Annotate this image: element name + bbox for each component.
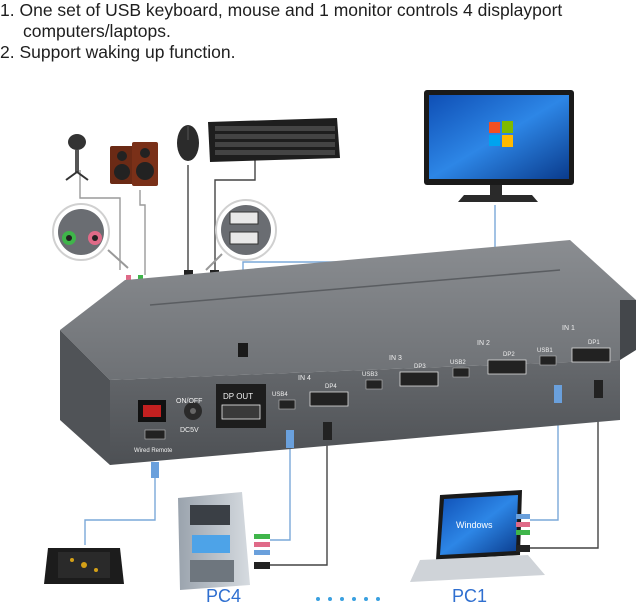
port-group-1: [539, 347, 611, 366]
port-group-3: [365, 371, 439, 390]
in-2-label: IN 2: [477, 340, 490, 347]
usb-4-label: USB4: [272, 392, 288, 398]
pc4-label: PC4: [206, 586, 242, 606]
laptop-icon: Windows: [410, 490, 545, 582]
in-3-label: IN 3: [389, 355, 402, 362]
power-label: ON/OFF: [176, 398, 202, 405]
usb-3-label: USB3: [362, 372, 378, 378]
usb-2-label: USB2: [450, 360, 466, 366]
monitor-icon: [424, 90, 574, 202]
pc1-cable-plugs: [516, 514, 530, 552]
port-group-4: [278, 391, 349, 410]
dp-3-label: DP3: [414, 364, 426, 370]
feature-1: 1. One set of USB keyboard, mouse and 1 …: [0, 0, 563, 20]
port-group-2: [452, 359, 527, 378]
microphone-icon: [65, 134, 89, 181]
front-panel: [138, 384, 266, 440]
wired-remote-label: Wired Remote: [134, 448, 173, 454]
feature-1-continued: computers/laptops.: [23, 21, 171, 41]
feature-1-text: One set of USB keyboard, mouse and 1 mon…: [19, 0, 563, 20]
dp-out-label: DP OUT: [223, 392, 253, 401]
speaker-icon: [110, 142, 158, 186]
dc-label: DC5V: [180, 427, 199, 434]
mouse-icon: [177, 125, 199, 161]
in-4-label: IN 4: [298, 375, 311, 382]
more-pcs-dots: [316, 597, 380, 601]
usb-port-detail: [205, 199, 277, 271]
feature-list: 1. One set of USB keyboard, mouse and 1 …: [0, 0, 640, 63]
wired-remote-icon: [44, 548, 124, 584]
dp-2-label: DP2: [503, 352, 515, 358]
feature-2-text: Support waking up function.: [19, 42, 236, 62]
windows-logo-icon: [489, 121, 513, 147]
laptop-screen-text: Windows: [456, 520, 493, 530]
pc4-cable-plugs: [254, 534, 270, 569]
in-1-label: IN 1: [562, 325, 575, 332]
usb-1-label: USB1: [537, 348, 553, 354]
pc1-label: PC1: [452, 586, 488, 606]
dp-4-label: DP4: [325, 384, 337, 390]
keyboard-icon: [208, 118, 340, 162]
desktop-tower-icon: [178, 492, 250, 590]
feature-2: 2. Support waking up function.: [0, 42, 236, 62]
pc-cable-plugs: [151, 380, 603, 478]
port-labels: ON/OFF DC5V Wired Remote DP OUT IN 4 USB…: [134, 325, 600, 454]
audio-port-detail: [52, 203, 129, 269]
dp-1-label: DP1: [588, 340, 600, 346]
